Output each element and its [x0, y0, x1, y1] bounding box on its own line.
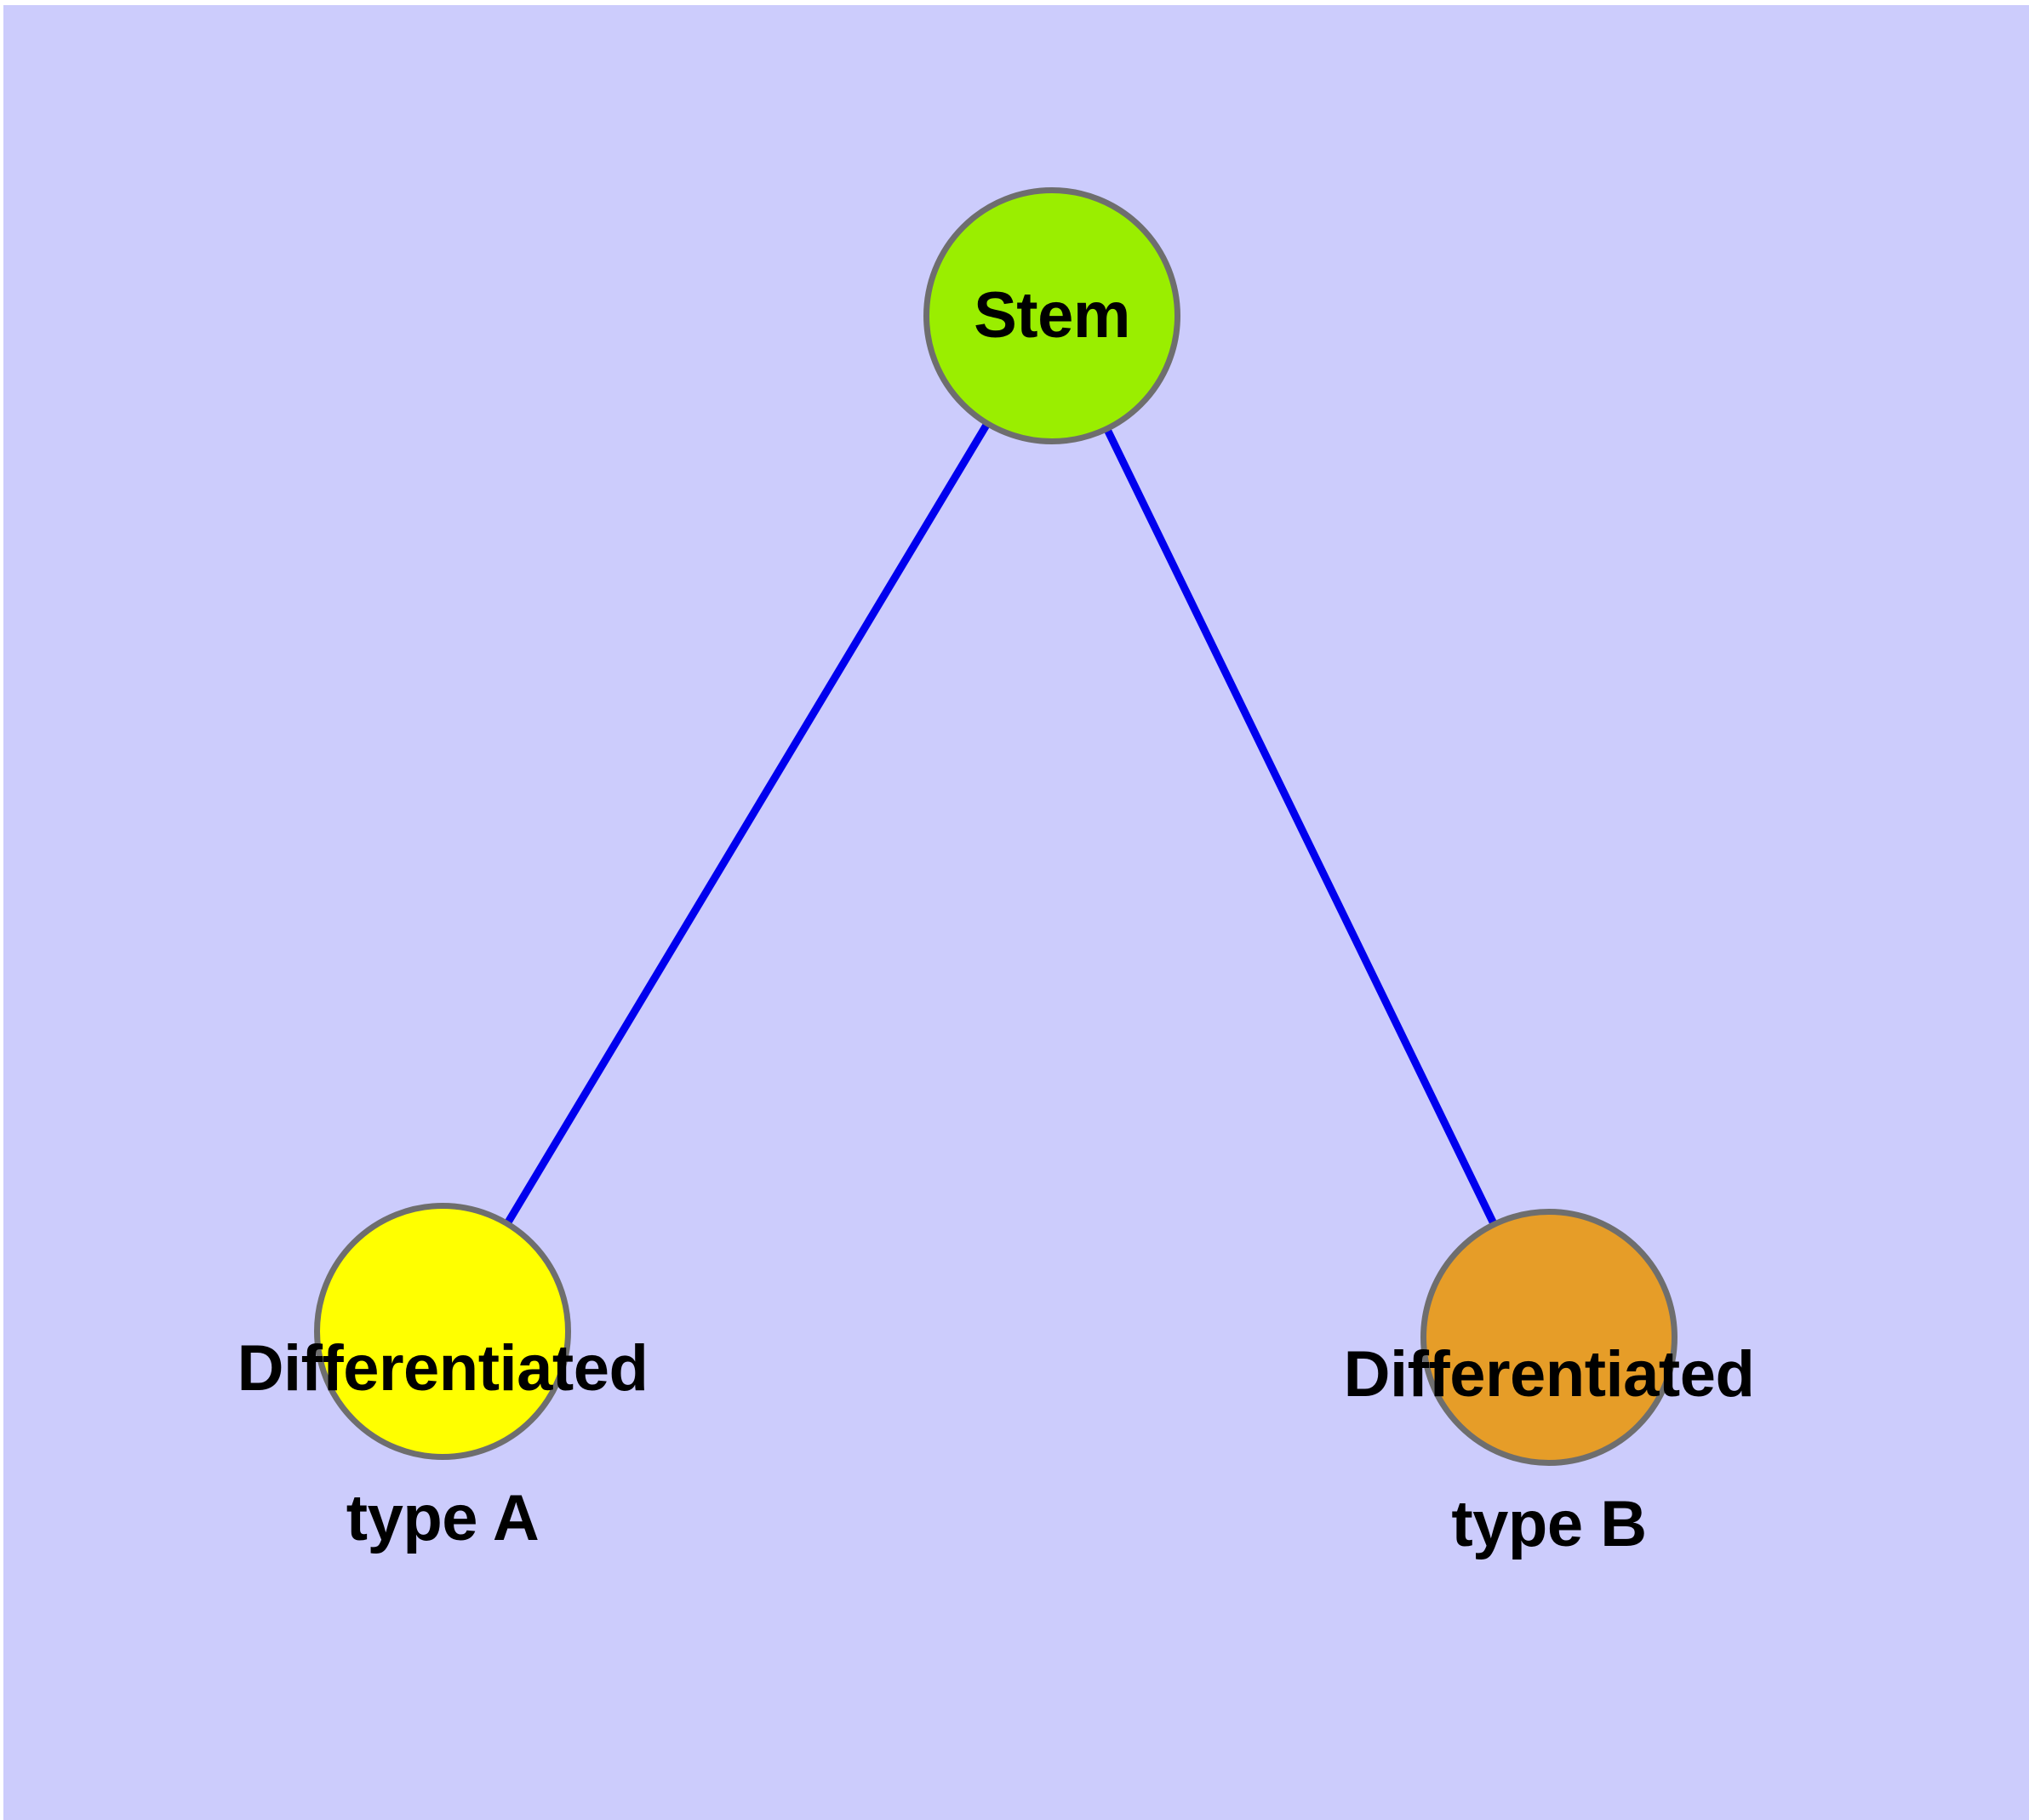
- node-label-line-2: type B: [1451, 1488, 1647, 1561]
- node-stem[interactable]: [923, 187, 1180, 444]
- node-differentiated-type-b[interactable]: [1420, 1209, 1677, 1466]
- edge-stem-to-differentiated-b: [1101, 421, 1500, 1232]
- plot-area: Stem Differentiated type A Differentiate…: [3, 5, 2029, 1820]
- node-layer: Stem Differentiated type A Differentiate…: [3, 5, 2029, 1820]
- edge-stem-to-differentiated-a: [501, 416, 993, 1231]
- edge-layer: [501, 416, 1500, 1232]
- node-differentiated-type-a[interactable]: [314, 1203, 571, 1460]
- node-label-line-2: type A: [346, 1482, 540, 1555]
